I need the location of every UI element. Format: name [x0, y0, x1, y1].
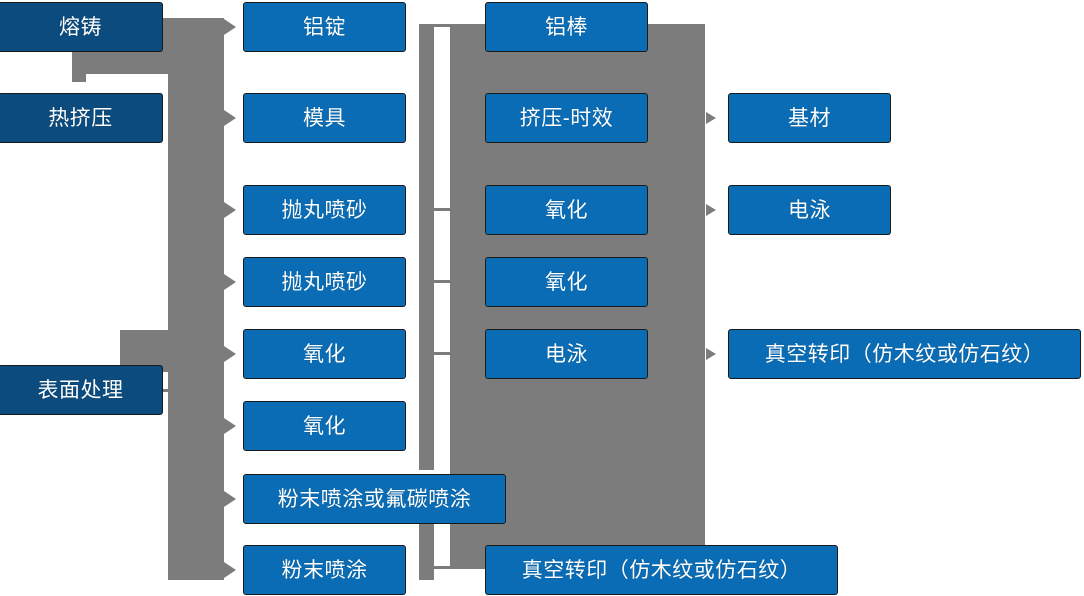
stage-box-melting[interactable]: 熔铸 [0, 2, 163, 52]
input-box-powder-or-fluorocarbon[interactable]: 粉末喷涂或氟碳喷涂 [243, 474, 506, 524]
stage-label-melting: 熔铸 [59, 15, 102, 39]
input-box-shot-blasting-1[interactable]: 抛丸喷砂 [243, 185, 406, 235]
output-box-base-material[interactable]: 基材 [728, 93, 891, 143]
connector-mid-stub-4 [434, 352, 456, 355]
arrow-to-output-2 [706, 204, 716, 216]
process-label-extrusion-aging: 挤压-时效 [519, 106, 614, 130]
arrow-to-output-3 [706, 348, 716, 360]
input-box-mold[interactable]: 模具 [243, 93, 406, 143]
input-label-oxidation-1: 氧化 [303, 342, 346, 366]
input-box-oxidation-2[interactable]: 氧化 [243, 401, 406, 451]
process-box-oxidation-1[interactable]: 氧化 [485, 185, 648, 235]
output-label-electrophoresis: 电泳 [788, 198, 831, 222]
process-label-oxidation-2: 氧化 [545, 270, 588, 294]
process-box-electrophoresis[interactable]: 电泳 [485, 329, 648, 379]
process-box-oxidation-2[interactable]: 氧化 [485, 257, 648, 307]
process-label-vacuum-transfer: 真空转印（仿木纹或仿石纹） [521, 558, 802, 582]
stage-box-hot-extrusion[interactable]: 热挤压 [0, 93, 163, 143]
arrow-to-input-8 [224, 562, 236, 578]
input-box-oxidation-1[interactable]: 氧化 [243, 329, 406, 379]
arrow-to-input-6 [224, 418, 236, 434]
input-label-aluminum-ingot: 铝锭 [303, 15, 346, 39]
input-label-shot-blasting-2: 抛丸喷砂 [281, 270, 368, 294]
process-label-electrophoresis: 电泳 [545, 342, 588, 366]
process-box-vacuum-transfer[interactable]: 真空转印（仿木纹或仿石纹） [485, 545, 838, 595]
process-box-extrusion-aging[interactable]: 挤压-时效 [485, 93, 648, 143]
process-label-oxidation-1: 氧化 [545, 198, 588, 222]
arrow-to-input-2 [224, 110, 236, 126]
connector-mid-stub-5 [434, 566, 456, 569]
connector-surface-stub [163, 389, 187, 392]
input-label-powder-coating: 粉末喷涂 [281, 558, 368, 582]
connector-trunk-left [168, 18, 224, 580]
output-label-base-material: 基材 [788, 106, 831, 130]
input-box-shot-blasting-2[interactable]: 抛丸喷砂 [243, 257, 406, 307]
stage-label-hot-extrusion: 热挤压 [48, 106, 113, 130]
process-box-aluminum-bar[interactable]: 铝棒 [485, 2, 648, 52]
arrow-to-input-3 [224, 202, 236, 218]
input-box-powder-coating[interactable]: 粉末喷涂 [243, 545, 406, 595]
stage-label-surface-treatment: 表面处理 [37, 378, 124, 402]
arrow-to-input-7 [224, 491, 236, 507]
arrow-to-input-5 [224, 346, 236, 362]
connector-mid-bar-upper [419, 24, 434, 470]
arrow-to-input-4 [224, 274, 236, 290]
input-box-aluminum-ingot[interactable]: 铝锭 [243, 2, 406, 52]
process-label-aluminum-bar: 铝棒 [545, 15, 588, 39]
input-label-mold: 模具 [303, 106, 346, 130]
connector-mid-stub-1 [434, 24, 456, 27]
input-label-oxidation-2: 氧化 [303, 414, 346, 438]
stage-box-surface-treatment[interactable]: 表面处理 [0, 365, 163, 415]
arrow-to-output-1 [706, 112, 716, 124]
input-label-shot-blasting-1: 抛丸喷砂 [281, 198, 368, 222]
output-box-vacuum-transfer[interactable]: 真空转印（仿木纹或仿石纹） [728, 329, 1081, 379]
output-label-vacuum-transfer: 真空转印（仿木纹或仿石纹） [764, 342, 1045, 366]
connector-mid-stub-2 [434, 208, 456, 211]
connector-stage-tail [72, 74, 86, 82]
output-box-electrophoresis[interactable]: 电泳 [728, 185, 891, 235]
input-label-powder-or-fluorocarbon: 粉末喷涂或氟碳喷涂 [277, 487, 472, 511]
arrow-to-input-1 [224, 19, 236, 35]
connector-mid-stub-3 [434, 280, 456, 283]
